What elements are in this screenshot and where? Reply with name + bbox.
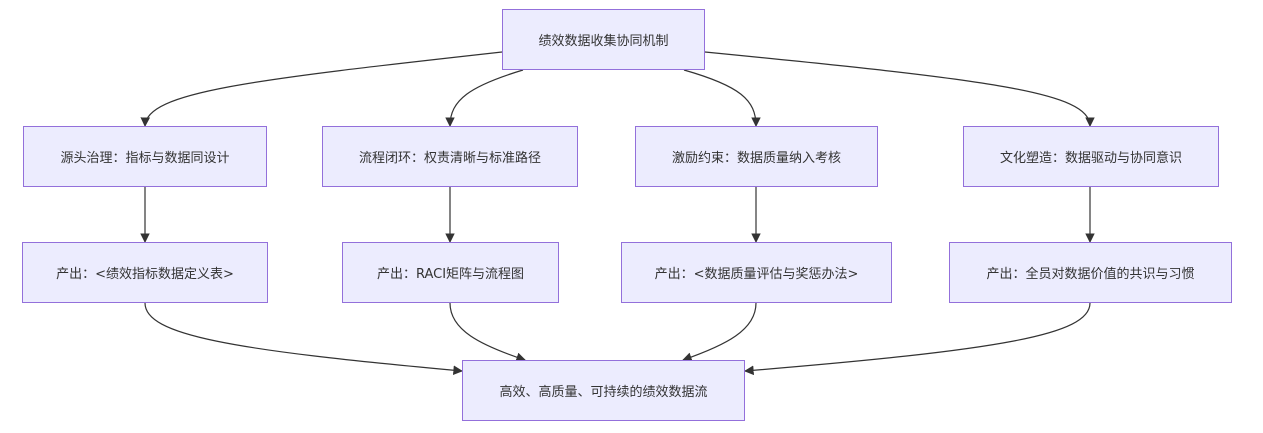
edge-root-to-pillar-3 [683, 69, 761, 127]
root-node-label: 绩效数据收集协同机制 [538, 34, 669, 49]
pillar-label: 文化塑造：数据驱动与协同意识 [999, 151, 1182, 166]
edge-output-3-to-result [682, 302, 757, 362]
root-node: 绩效数据收集协同机制 [502, 9, 705, 70]
pillar-node-source-governance: 源头治理：指标与数据同设计 [23, 126, 267, 187]
output-label: 产出：全员对数据价值的共识与习惯 [986, 267, 1195, 282]
pillar-label: 源头治理：指标与数据同设计 [60, 151, 230, 166]
pillar-node-incentives: 激励约束：数据质量纳入考核 [635, 126, 878, 187]
output-node-quality-assessment: 产出：<数据质量评估与奖惩办法> [621, 242, 892, 303]
output-node-raci-matrix: 产出：RACI矩阵与流程图 [342, 242, 559, 303]
edge-output-1-to-result [144, 302, 463, 376]
edge-root-to-pillar-2 [445, 69, 524, 127]
pillar-label: 流程闭环：权责清晰与标准路径 [358, 151, 541, 166]
output-node-metric-definition-table: 产出：<绩效指标数据定义表> [22, 242, 268, 303]
pillar-node-culture: 文化塑造：数据驱动与协同意识 [963, 126, 1219, 187]
edge-output-2-to-result [449, 302, 526, 362]
output-label: 产出：<数据质量评估与奖惩办法> [654, 267, 859, 282]
result-node: 高效、高质量、可持续的绩效数据流 [462, 360, 745, 421]
pillar-node-process-loop: 流程闭环：权责清晰与标准路径 [322, 126, 578, 187]
edge-output-4-to-result [744, 302, 1091, 376]
edge-root-to-pillar-4 [704, 51, 1095, 127]
edge-root-to-pillar-1 [140, 51, 503, 127]
result-node-label: 高效、高质量、可持续的绩效数据流 [499, 385, 708, 400]
output-label: 产出：RACI矩阵与流程图 [376, 267, 525, 282]
output-label: 产出：<绩效指标数据定义表> [56, 267, 234, 282]
pillar-label: 激励约束：数据质量纳入考核 [671, 151, 841, 166]
output-node-shared-consensus: 产出：全员对数据价值的共识与习惯 [949, 242, 1232, 303]
